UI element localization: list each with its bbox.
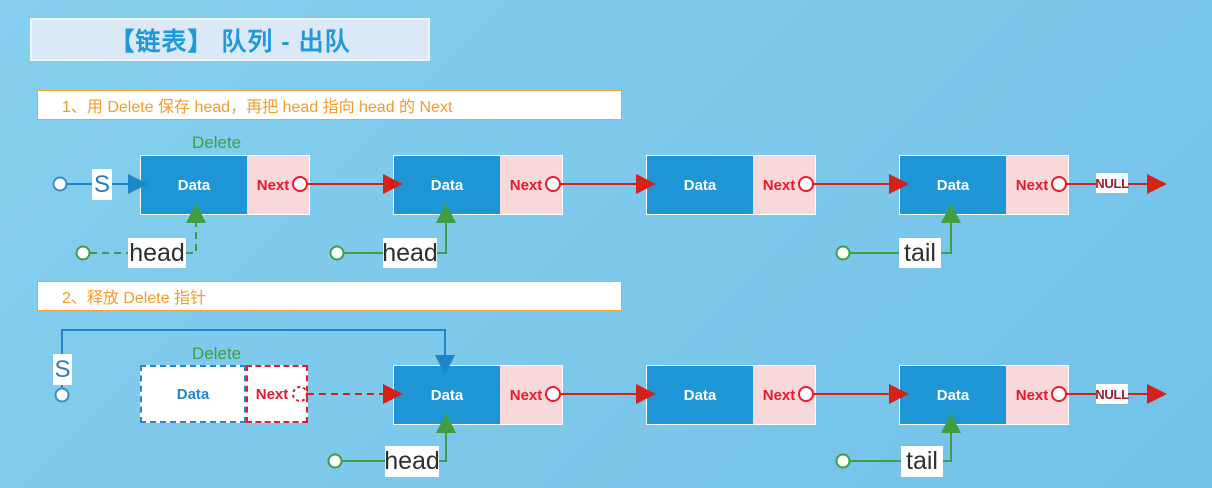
row2-tail-origin-dot — [835, 453, 851, 469]
row2-delete-label: Delete — [192, 344, 242, 363]
row2-s-pointer-origin-dot — [54, 387, 70, 403]
row1-s-label: S — [92, 169, 112, 200]
row2-node3-data-cell: Data — [900, 366, 1006, 424]
row2-deleted-node-data-cell: Data — [140, 365, 246, 423]
row2-tail-label: tail — [901, 446, 943, 477]
row2-node2-data-cell: Data — [647, 366, 753, 424]
row2-node2-next-cell: Next — [753, 366, 815, 424]
row1-tail-label: tail — [899, 238, 941, 268]
row1-node3-next-cell: Next — [753, 156, 815, 214]
row1-delete-label: Delete — [192, 133, 242, 152]
row1-old-head-label: head — [128, 238, 186, 268]
row2-null-label: NULL — [1095, 384, 1129, 404]
row2-node1-next-cell: Next — [500, 366, 562, 424]
row1-null-label: NULL — [1095, 173, 1129, 193]
row1-node1-data-cell: Data — [141, 156, 247, 214]
row2-node3: Data Next — [899, 365, 1069, 425]
row2-node1: Data Next — [393, 365, 563, 425]
row2-node1-data-cell: Data — [394, 366, 500, 424]
row1-node1-next-cell: Next — [247, 156, 309, 214]
row1-node3: Data Next — [646, 155, 816, 215]
row1-old-head-origin-dot — [75, 245, 91, 261]
row2-s-label: S — [53, 354, 72, 385]
row1-node1: Data Next — [140, 155, 310, 215]
step2-banner: 2、释放 Delete 指针 — [37, 281, 622, 311]
row2-node3-next-cell: Next — [1006, 366, 1068, 424]
step2-text: 2、释放 Delete 指针 — [62, 290, 207, 307]
step1-text: 1、用 Delete 保存 head，再把 head 指向 head 的 Nex… — [62, 99, 453, 116]
row2-deleted-node-next-cell: Next — [246, 365, 308, 423]
page-title-text: 【链表】 队列 - 出队 — [109, 27, 351, 56]
row1-s-pointer-origin-dot — [52, 176, 68, 192]
row1-node2-next-cell: Next — [500, 156, 562, 214]
page-title: 【链表】 队列 - 出队 — [30, 18, 430, 61]
row1-node2-data-cell: Data — [394, 156, 500, 214]
row1-tail-origin-dot — [835, 245, 851, 261]
row2-head-origin-dot — [327, 453, 343, 469]
row1-node4-next-cell: Next — [1006, 156, 1068, 214]
row1-node3-data-cell: Data — [647, 156, 753, 214]
step1-banner: 1、用 Delete 保存 head，再把 head 指向 head 的 Nex… — [37, 90, 622, 120]
row1-node4: Data Next — [899, 155, 1069, 215]
row2-head-label: head — [384, 446, 440, 477]
row1-node2: Data Next — [393, 155, 563, 215]
row1-head-label: head — [382, 238, 438, 268]
row1-node4-data-cell: Data — [900, 156, 1006, 214]
row2-node2: Data Next — [646, 365, 816, 425]
row1-head-origin-dot — [329, 245, 345, 261]
